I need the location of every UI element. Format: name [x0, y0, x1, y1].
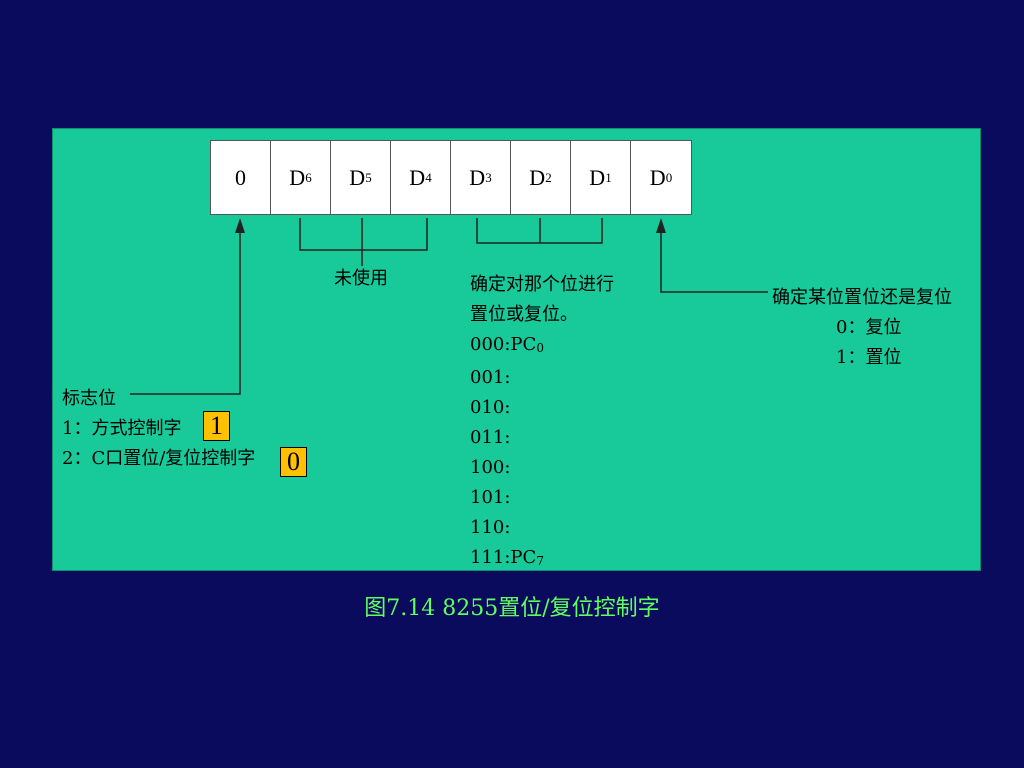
code-row: 111:PC7	[470, 547, 544, 568]
bit-select-line1: 确定对那个位进行	[470, 274, 614, 295]
setreset-description: 确定某位置位还是复位 0：复位 1：置位	[772, 283, 952, 373]
code-row: 101:	[470, 487, 511, 508]
figure-caption: 图7.14 8255置位/复位控制字	[364, 596, 660, 621]
setreset-line1: 1：置位	[836, 347, 902, 368]
bit-select-line2: 置位或复位。	[470, 304, 578, 325]
code-row: 011:	[470, 427, 511, 448]
code-row: 010:	[470, 397, 511, 418]
code-row: 100:	[470, 457, 511, 478]
code-row: 110:	[470, 517, 511, 538]
flag-line2: 2：C口置位/复位控制字	[62, 448, 256, 469]
flag-line1: 1：方式控制字	[62, 418, 182, 439]
bit-cell-d7: 0	[211, 141, 271, 214]
code-row: 001:	[470, 367, 511, 388]
code-row: 000:PC0	[470, 334, 544, 355]
flag-description: 标志位 1：方式控制字 2：C口置位/复位控制字	[62, 384, 255, 474]
bit-select-description: 确定对那个位进行 置位或复位。 000:PC0 001: 010: 011: 1…	[470, 270, 614, 576]
setreset-title: 确定某位置位还是复位	[772, 287, 952, 308]
flag-value-box-1: 1	[203, 411, 230, 441]
flag-value-box-0: 0	[280, 447, 307, 477]
flag-title: 标志位	[62, 388, 116, 409]
setreset-line0: 0：复位	[836, 317, 902, 338]
unused-label: 未使用	[334, 268, 388, 289]
